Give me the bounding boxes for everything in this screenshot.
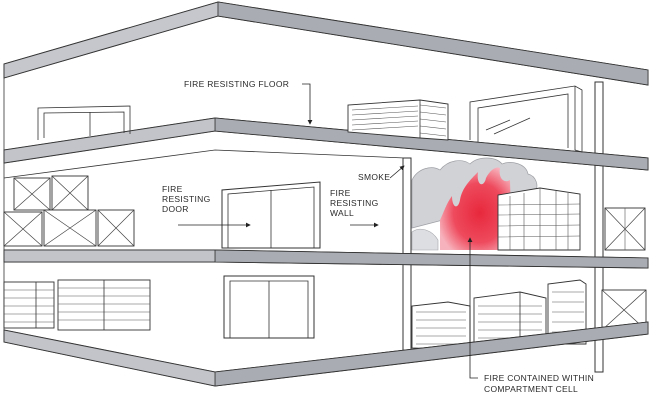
crate-icon xyxy=(14,176,88,210)
fire-resisting-door xyxy=(222,182,320,248)
fire-resisting-door-label-3: DOOR xyxy=(162,204,189,214)
fire-resisting-door-label-1: FIRE xyxy=(162,184,183,194)
fire-resisting-floor-slab xyxy=(4,118,648,170)
fire-resisting-floor-label: FIRE RESISTING FLOOR xyxy=(184,79,289,89)
fire-resisting-wall-label-1: FIRE xyxy=(330,188,351,198)
right-crates xyxy=(605,208,645,250)
stacked-boxes xyxy=(498,188,580,250)
fire-resisting-wall-label-2: RESISTING xyxy=(330,198,379,208)
roof-slab xyxy=(4,2,648,85)
fire-resisting-wall-label-3: WALL xyxy=(330,208,354,218)
left-crates xyxy=(4,176,134,246)
middle-floor-slab xyxy=(4,250,648,268)
fire-resisting-door-label-2: RESISTING xyxy=(162,194,211,204)
crate-icon xyxy=(4,280,150,330)
crate-icon xyxy=(4,210,134,246)
arrow-icon xyxy=(302,84,310,124)
smoke-label: SMOKE xyxy=(358,172,390,182)
fire-contained-label-2: COMPARTMENT CELL xyxy=(484,384,578,394)
arrow-icon xyxy=(390,166,404,178)
fire-contained-label-1: FIRE CONTAINED WITHIN xyxy=(484,373,594,383)
glass-panes xyxy=(470,86,582,152)
